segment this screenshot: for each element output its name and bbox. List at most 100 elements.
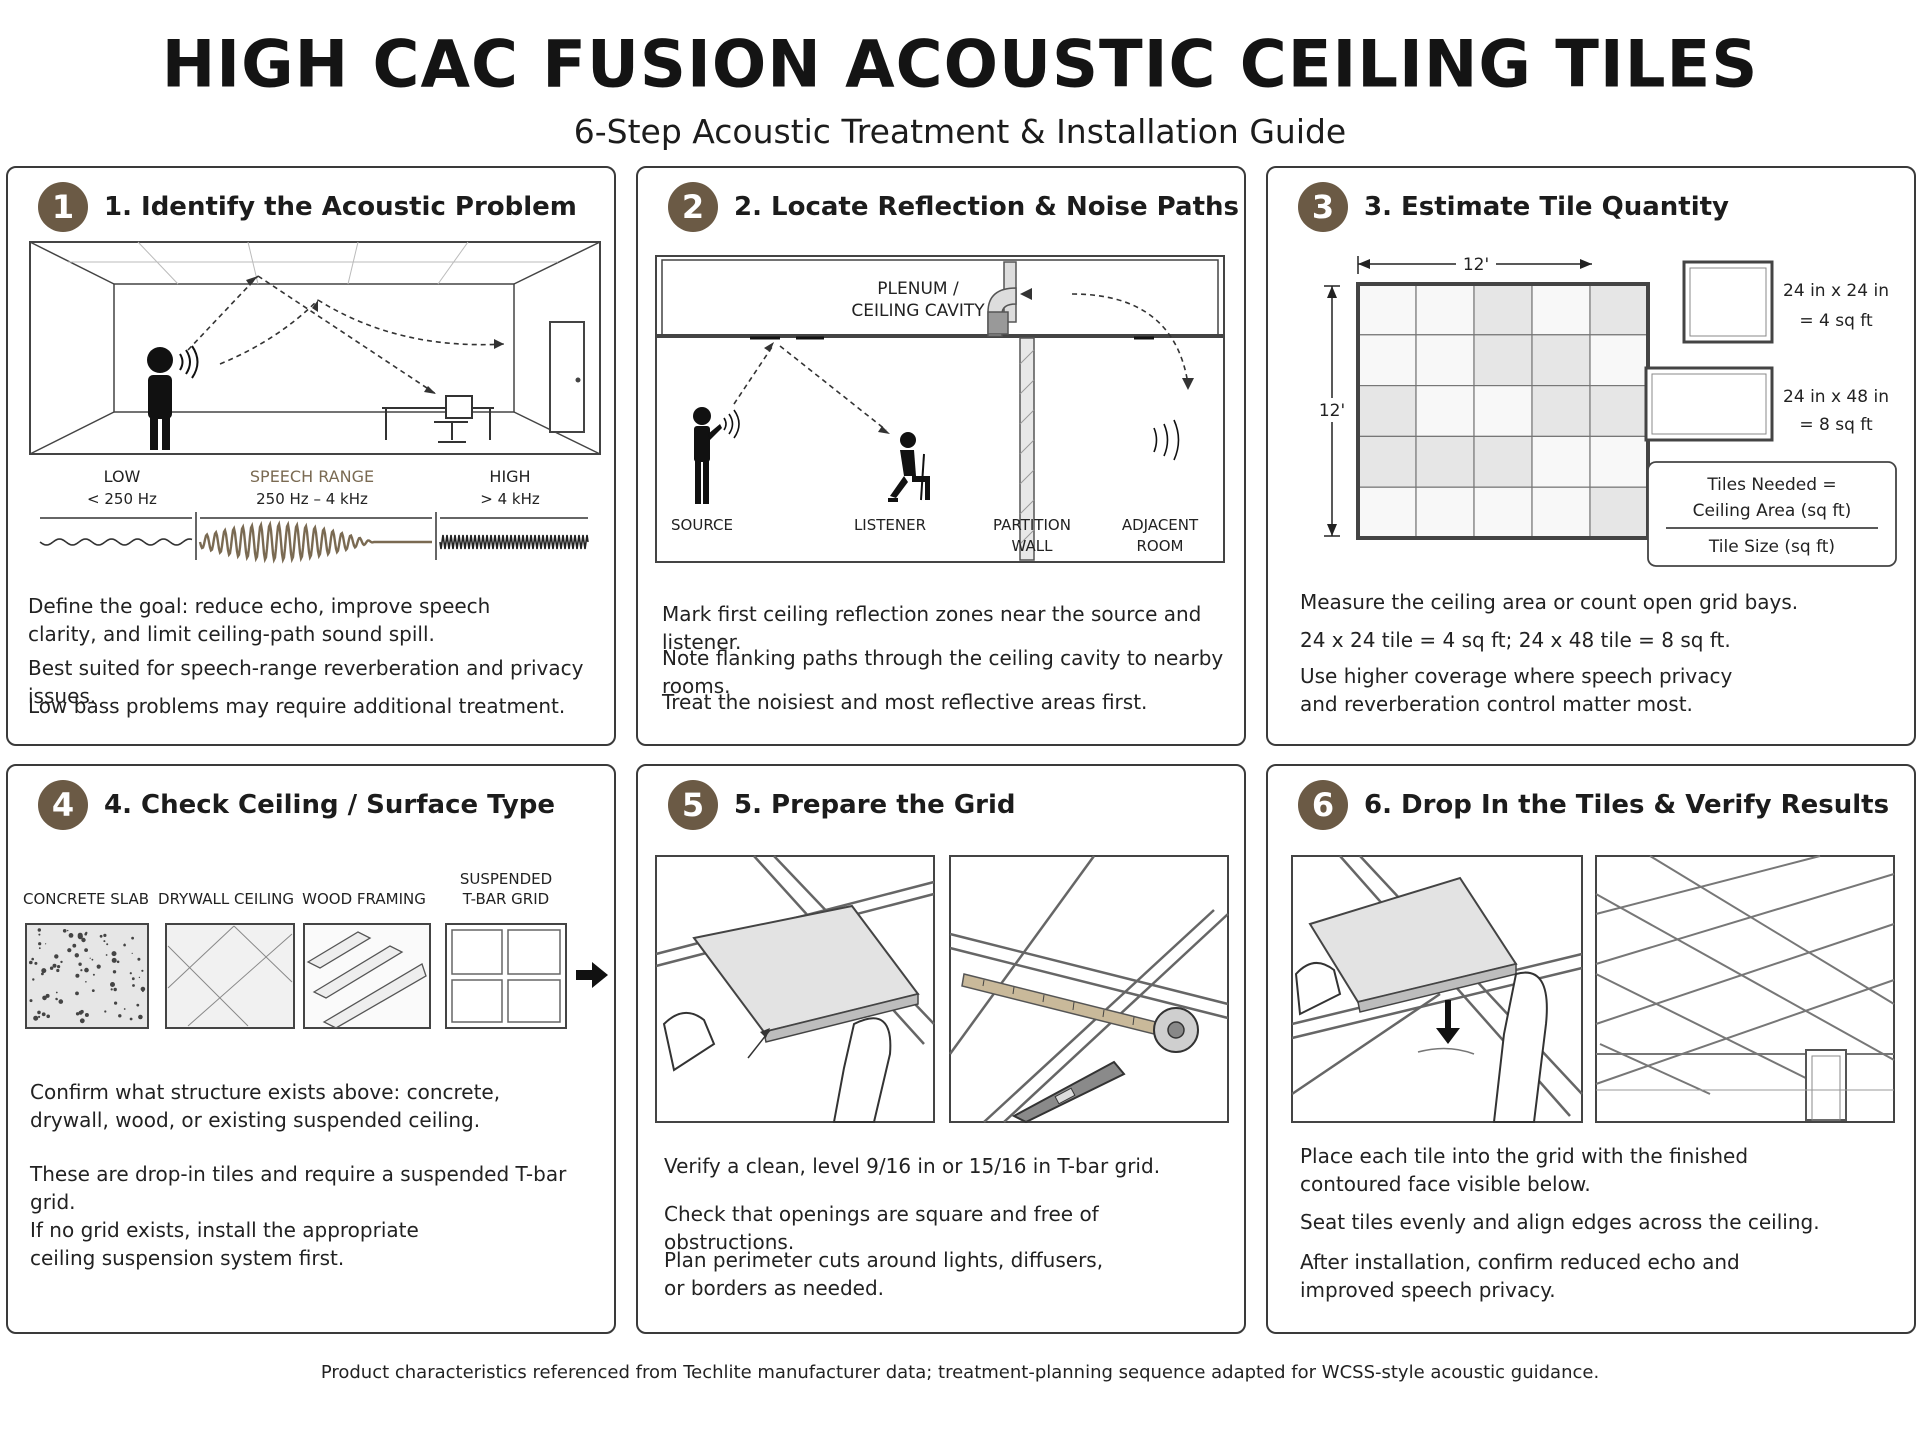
concrete-speck [106,943,109,946]
step-text-2: 24 x 24 tile = 4 sq ft; 24 x 48 tile = 8… [1300,628,1731,652]
grid-cell [1473,486,1533,539]
formula-line-1: Tiles Needed = [1706,475,1836,495]
step-text-3: Plan perimeter cuts around lights, diffu… [664,1248,1104,1300]
step-text-3: Treat the noisiest and most reflective a… [662,690,1148,714]
concrete-speck [45,943,47,945]
drop-in-tile-photo [1291,855,1583,1123]
adjacent-sound-waves-icon [1153,419,1180,461]
step-2-panel: 2 2. Locate Reflection & Noise Paths PLE… [636,166,1246,746]
concrete-speck [67,929,69,932]
step-3-panel: 3 3. Estimate Tile Quantity 12' 12' [1266,166,1916,746]
tile-handling-photo [655,855,935,1123]
concrete-speck [131,952,133,954]
step-number-badge: 2 [668,182,718,232]
concrete-speck [140,986,146,992]
concrete-speck [75,1012,80,1016]
page-subtitle: 6-Step Acoustic Treatment & Installation… [573,112,1347,151]
concrete-speck [57,965,61,969]
step-text-1: Place each tile into the grid with the f… [1300,1144,1749,1196]
concrete-speck [58,999,64,1004]
concrete-speck [96,964,101,969]
grid-cell [1415,385,1475,438]
hand-left-icon [662,1012,716,1072]
adjacent-label-line2: ROOM [1137,537,1184,555]
concrete-speck [62,929,67,933]
source-label: SOURCE [671,516,733,534]
concrete-speck [84,948,88,952]
grid-cell [1415,283,1475,336]
concrete-speck [112,970,117,974]
concrete-speck [118,1014,122,1018]
concrete-speck [99,934,103,938]
concrete-speck [129,1017,133,1021]
concrete-speck [131,936,134,940]
step-1-panel: 1 1. Identify the Acoustic Problem [6,166,616,746]
band-arrows [40,512,588,560]
concrete-speck [74,953,79,958]
concrete-speck [33,1015,39,1021]
concrete-speck [114,1001,118,1005]
grid-prep-illustration [655,855,1229,1124]
concrete-speck [77,932,83,938]
step-text-1: Measure the ceiling area or count open g… [1300,590,1799,614]
step-5-panel: 5 5. Prepare the Grid [636,764,1246,1334]
grid-cell [1589,385,1649,438]
grid-cell [1531,334,1591,387]
listener-label: LISTENER [854,516,926,534]
grid-cell [1357,435,1417,488]
concrete-speck [41,1012,46,1017]
concrete-speck [38,1015,41,1018]
concrete-speck [92,973,95,976]
step-title: 1. Identify the Acoustic Problem [104,192,577,222]
concrete-speck [29,999,33,1003]
concrete-speck [84,967,89,973]
concrete-speck [111,957,117,963]
step-text-3: Low bass problems may require additional… [28,694,566,718]
concrete-speck [49,966,54,970]
footer-note: Product characteristics referenced from … [320,1362,1600,1383]
concrete-speck [142,990,144,993]
reflection-paths [733,293,1189,431]
hand-left-icon [1294,962,1342,1016]
concrete-speck [80,969,83,972]
step-title: 4. Check Ceiling / Surface Type [104,790,556,820]
concrete-speck [91,958,94,961]
adjacent-label-line1: ADJACENT [1122,516,1199,534]
concrete-speck [68,933,74,938]
grid-cell [1531,283,1591,336]
tile-quantity-illustration: 12' 12' 24 in x 24 in = 4 sq ft 24 in x … [1318,252,1897,567]
tile-b-area: = 8 sq ft [1799,415,1873,435]
grid-cell [1415,486,1475,539]
concrete-speck [54,954,59,959]
noise-path-illustration: PLENUM / CEILING CAVITY [655,255,1225,563]
concrete-speck [67,948,72,953]
concrete-speck [84,1013,89,1017]
grid-cell [1415,435,1475,488]
concrete-speck [54,964,57,967]
wood-framing-swatch [303,923,431,1029]
grid-cell [1531,486,1591,539]
step-number-badge: 1 [38,182,88,232]
grid-cell [1357,385,1417,438]
hand-right-icon [1492,971,1548,1123]
concrete-speck [110,988,113,991]
grid-cell [1589,435,1649,488]
concrete-speck [105,954,108,956]
concrete-speck [34,961,38,965]
step-text-3: If no grid exists, install the appropria… [30,1218,419,1270]
concrete-speck [38,947,41,950]
concrete-speck [45,993,50,998]
step-number-badge: 3 [1298,182,1348,232]
surface-suspended-label: SUSPENDED [460,870,552,888]
step-text-1: Confirm what structure exists above: con… [30,1080,501,1132]
concrete-speck [75,973,80,978]
step-text-3: Use higher coverage where speech privacy… [1300,664,1733,716]
grid-cell [1531,385,1591,438]
concrete-speck [81,937,86,943]
grid-cell [1415,334,1475,387]
concrete-speck [138,976,141,979]
step-text-3: After installation, confirm reduced echo… [1300,1250,1740,1302]
concrete-speck [78,962,82,966]
band-high-range: > 4 kHz [480,490,540,508]
